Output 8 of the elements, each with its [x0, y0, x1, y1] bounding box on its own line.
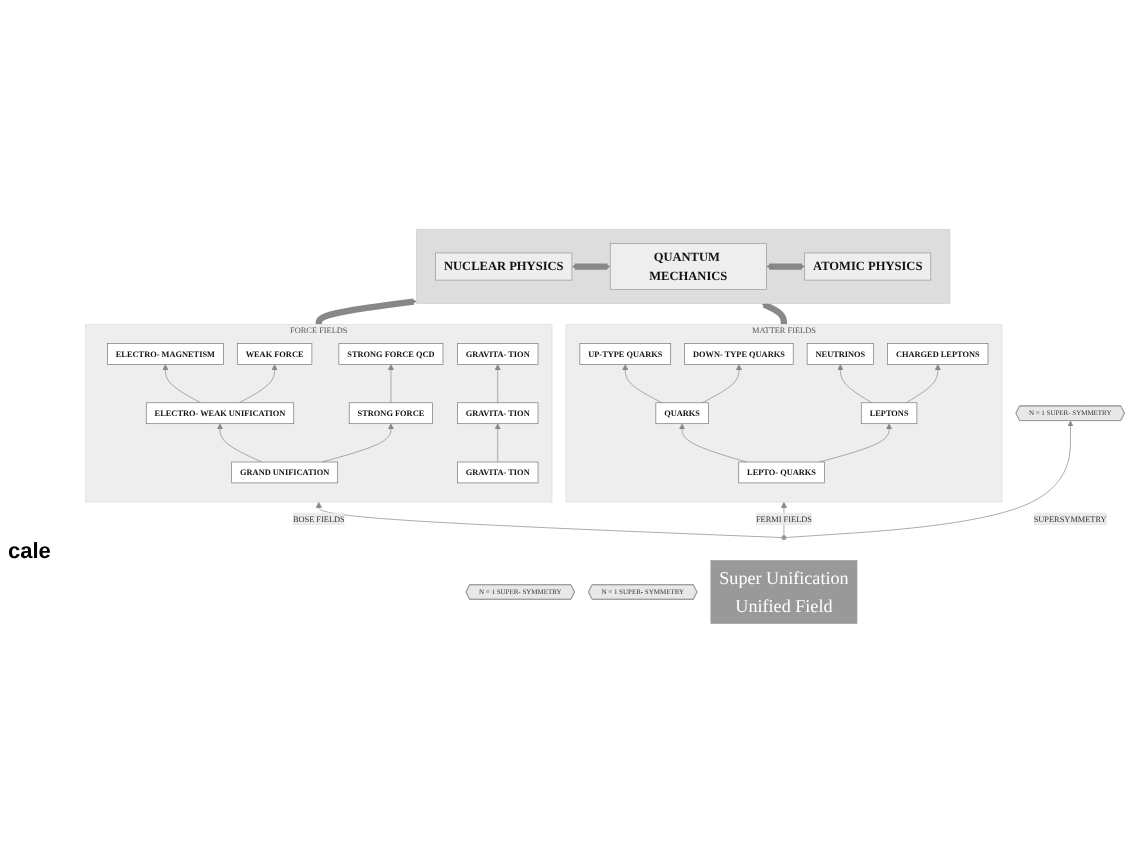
cluster — [416, 228, 951, 304]
arrow — [766, 262, 805, 270]
arrow — [315, 298, 417, 326]
note-text: cale — [8, 540, 51, 564]
node-box: Super Unification Unified Field — [710, 559, 858, 624]
arrow — [571, 262, 611, 270]
arrow — [761, 301, 788, 326]
node-circle — [781, 534, 787, 540]
